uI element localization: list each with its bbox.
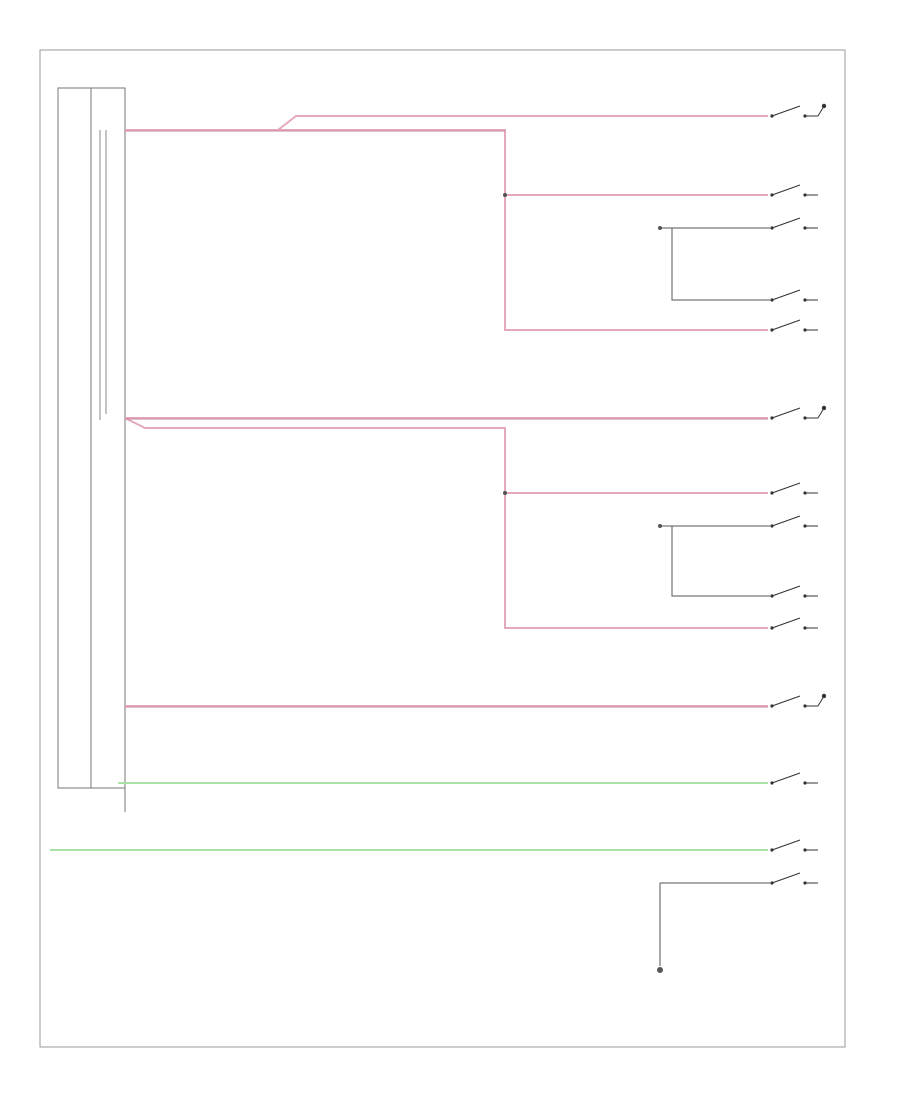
diagram-frame [39, 49, 846, 1048]
switch-symbol [770, 515, 818, 528]
switch-symbol [770, 617, 818, 630]
wire-group-2 [124, 417, 770, 629]
ground-point [657, 967, 663, 973]
switch-symbol [770, 289, 818, 302]
switch-symbol [770, 693, 827, 708]
ground-wire [671, 526, 770, 597]
ground-dot [658, 524, 662, 528]
ground-wire [671, 228, 770, 301]
ground-dot [658, 226, 662, 230]
switch-terminal [821, 693, 827, 699]
pink-wire [125, 115, 768, 131]
switch-symbol [770, 319, 818, 332]
switch-symbol [770, 405, 827, 420]
switch-blade [771, 105, 801, 117]
pink-wire [124, 417, 768, 629]
switch-blade [771, 482, 801, 494]
switch-blade [771, 872, 801, 884]
switch-terminal [821, 405, 827, 411]
switch-blade [771, 515, 801, 527]
switch-blade [771, 217, 801, 229]
control-module [57, 87, 126, 812]
switch-symbol [770, 839, 818, 852]
switch-blade [771, 184, 801, 196]
switch-symbol [770, 872, 818, 885]
bottom-ground [657, 882, 770, 973]
switch-symbol [770, 585, 818, 598]
switch-blade [771, 617, 801, 629]
switch-blade [771, 695, 801, 707]
switch-blade [771, 585, 801, 597]
switch-blade [771, 772, 801, 784]
switch-symbols [770, 103, 827, 885]
switch-blade [771, 319, 801, 331]
wire-group-1 [125, 115, 770, 331]
switch-terminal [821, 103, 827, 109]
switch-symbol [770, 217, 818, 230]
switch-blade [771, 289, 801, 301]
splice-dot [503, 193, 507, 197]
switch-blade [771, 839, 801, 851]
splice-dot [503, 491, 507, 495]
pink-wire [125, 129, 768, 331]
switch-blade [771, 407, 801, 419]
switch-symbol [770, 772, 818, 785]
switch-symbol [770, 184, 818, 197]
switch-symbol [770, 103, 827, 118]
switch-symbol [770, 482, 818, 495]
